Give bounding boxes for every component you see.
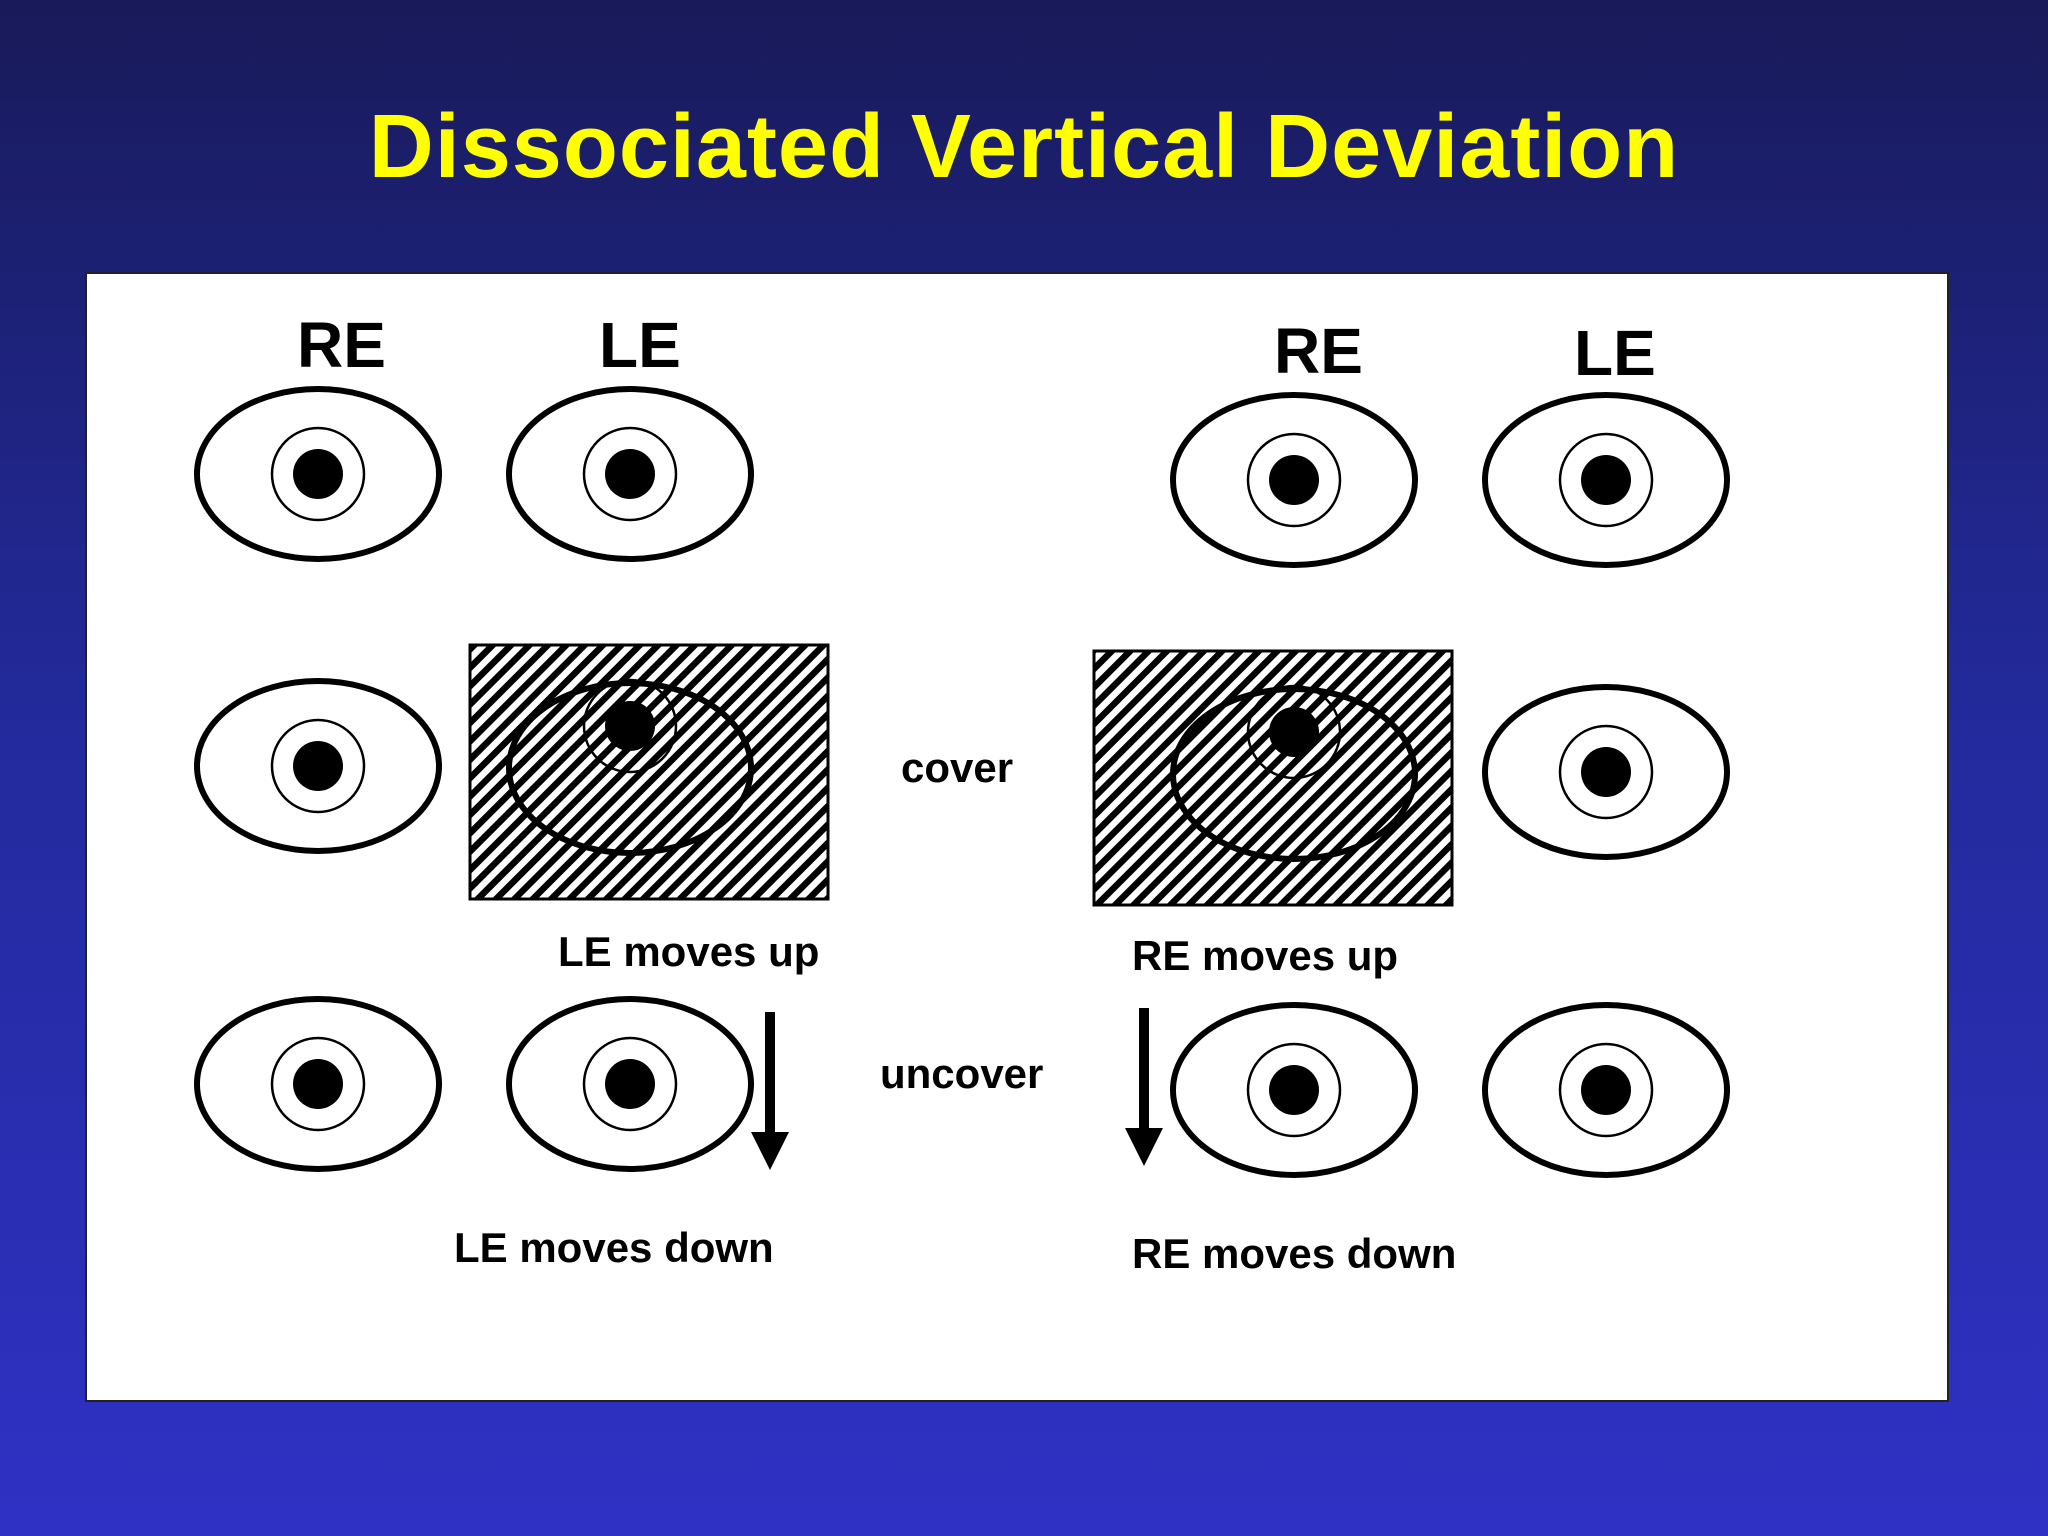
eye-right-le-row2 <box>1482 684 1730 860</box>
label-cover: cover <box>901 744 1014 791</box>
label-uncover: uncover <box>880 1050 1044 1097</box>
label-right-re: RE <box>1274 315 1363 387</box>
eye-right-le-row1 <box>1482 392 1730 568</box>
arrow-down-left <box>751 1012 789 1170</box>
eye-right-re-row3 <box>1170 1002 1418 1178</box>
eye-left-le-row3 <box>506 996 754 1172</box>
label-le-moves-down: LE moves down <box>454 1224 774 1271</box>
eye-left-le-row1 <box>506 386 754 562</box>
occluder-right <box>1092 649 1454 907</box>
eye-diagram <box>194 386 1730 1178</box>
label-left-le: LE <box>599 309 681 381</box>
occluder-left <box>468 643 830 901</box>
eye-left-re-row3 <box>194 996 442 1172</box>
eye-right-le-row3 <box>1482 1002 1730 1178</box>
eye-left-re-row2 <box>194 678 442 854</box>
slide-title: Dissociated Vertical Deviation <box>368 97 1680 197</box>
diagram-panel: RE LE RE LE cover uncover LE moves up RE… <box>85 272 1949 1402</box>
label-left-re: RE <box>297 309 386 381</box>
label-re-moves-down: RE moves down <box>1132 1230 1457 1277</box>
eye-right-re-row1 <box>1170 392 1418 568</box>
arrow-down-right <box>1125 1008 1163 1166</box>
label-right-le: LE <box>1574 317 1656 389</box>
label-le-moves-up: LE moves up <box>558 928 820 975</box>
eye-left-re-row1 <box>194 386 442 562</box>
label-re-moves-up: RE moves up <box>1132 932 1399 979</box>
